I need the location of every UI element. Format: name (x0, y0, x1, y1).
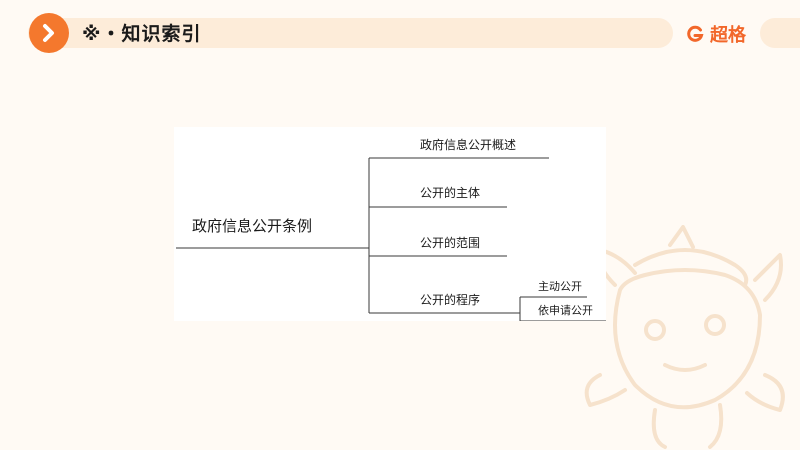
branch-overview: 政府信息公开概述 (420, 138, 517, 152)
leaf-active-disclosure: 主动公开 (538, 280, 582, 293)
brand-logo-icon (687, 25, 704, 42)
header-right-pill (760, 18, 800, 48)
branch-scope: 公开的范围 (420, 236, 481, 250)
brand-name: 超格 (710, 25, 746, 46)
mind-map-lines (176, 157, 606, 321)
mascot-watermark-icon (584, 225, 785, 449)
header-arrow-button (29, 13, 69, 53)
mind-map-root: 政府信息公开条例 (192, 217, 313, 235)
header-bar (28, 18, 673, 48)
mind-map: 政府信息公开条例 政府信息公开概述 公开的主体 公开的范围 公开的程序 主动公开… (174, 127, 606, 321)
chevron-right-icon (43, 24, 54, 42)
branch-subject: 公开的主体 (420, 186, 481, 200)
leaf-on-request-disclosure: 依申请公开 (538, 304, 593, 317)
brand-logo: 超格 (686, 20, 746, 48)
page-title: ※・知识索引 (82, 23, 202, 45)
branch-procedure: 公开的程序 (420, 293, 481, 307)
